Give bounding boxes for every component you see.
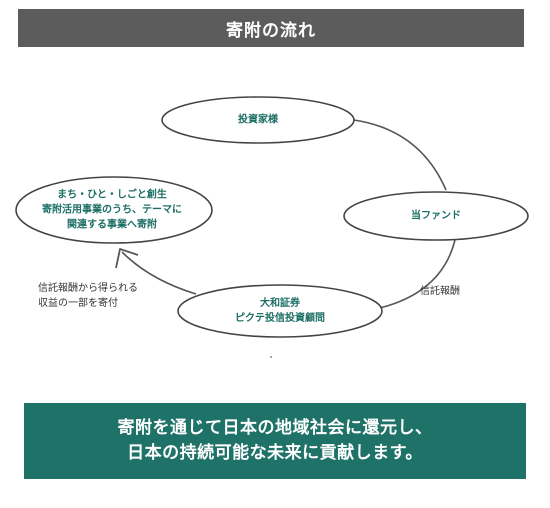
footer-line1: 寄附を通じて日本の地域社会に還元し、 bbox=[117, 418, 433, 438]
footer-line2: 日本の持続可能な未来に貢献します。 bbox=[127, 443, 423, 463]
node-community bbox=[15, 176, 213, 244]
node-fund-label: 当ファンド bbox=[411, 210, 461, 222]
note-donation: 信託報酬から得られる 収益の一部を寄付 bbox=[38, 281, 138, 311]
node-daiwa-label: 大和証券 ピクテ投信投資顧問 bbox=[235, 296, 325, 326]
arrowhead-community bbox=[115, 248, 139, 269]
node-daiwa bbox=[177, 284, 383, 338]
node-community-line2: 寄附活用事業のうち、テーマに bbox=[42, 204, 182, 216]
arrow-daiwa-to-community bbox=[121, 251, 197, 295]
node-community-line3: 関連する事業へ寄附 bbox=[67, 219, 157, 231]
node-daiwa-line2: ピクテ投信投資顧問 bbox=[235, 313, 325, 324]
note-donation-line1: 信託報酬から得られる bbox=[38, 283, 138, 294]
node-community-label: まち・ひと・しごと創生 寄附活用事業のうち、テーマに 関連する事業へ寄附 bbox=[42, 188, 182, 233]
arrow-investor-to-fund bbox=[353, 119, 447, 191]
footer-message-panel: 寄附を通じて日本の地域社会に還元し、 日本の持続可能な未来に貢献します。 bbox=[24, 403, 526, 479]
header-title: 寄附の流れ bbox=[226, 20, 316, 41]
node-investor-label: 投資家様 bbox=[238, 114, 278, 126]
decorative-dot bbox=[270, 356, 272, 358]
node-community-line1: まち・ひと・しごと創生 bbox=[57, 189, 167, 201]
note-donation-line2: 収益の一部を寄付 bbox=[38, 298, 118, 309]
node-daiwa-line1: 大和証券 bbox=[260, 298, 300, 309]
header-title-bar: 寄附の流れ bbox=[18, 9, 524, 47]
node-fund bbox=[343, 191, 529, 241]
note-trust-fee: 信託報酬 bbox=[420, 286, 460, 297]
node-investor bbox=[161, 96, 355, 144]
